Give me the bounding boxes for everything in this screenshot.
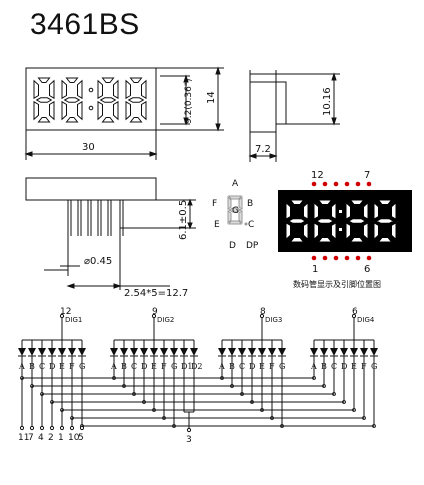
pin-offset-dim-label: 6.1±0.5	[178, 200, 189, 240]
seg-cathode-label: C	[239, 362, 245, 371]
digit-height-dim-label: 9.2(0.36")	[184, 78, 194, 124]
front-view	[24, 66, 224, 160]
seg-cathode-label: D	[141, 362, 147, 371]
side-view	[248, 70, 340, 162]
seg-b-label: B	[247, 199, 253, 209]
photo-digit-4	[373, 199, 397, 243]
pin-view	[25, 177, 196, 290]
seg-d-label: D	[229, 241, 236, 251]
height-dim-label: 14	[206, 91, 217, 104]
pin-6-label: 6	[364, 264, 370, 275]
front-view-body	[25, 67, 157, 131]
seg-cathode-label: F	[161, 362, 167, 371]
pin-1-label: 1	[312, 264, 318, 275]
seg-cathode-label: B	[321, 362, 327, 371]
seg-c-label: C	[248, 220, 254, 230]
pin-12-label: 12	[311, 170, 324, 181]
seg-g-label: G	[232, 206, 239, 216]
side-height-dim-label: 10.16	[322, 87, 333, 116]
seg-cathode-label: B	[29, 362, 35, 371]
dig-pin-label: 6	[352, 307, 358, 317]
seg-f-label: F	[212, 199, 217, 209]
front-digit-4	[125, 77, 147, 123]
seg-cathode-label: A	[310, 362, 317, 371]
segment-diagram	[227, 195, 248, 226]
depth-dim-label: 7.2	[255, 144, 271, 155]
seg-cathode-label: G	[171, 362, 177, 371]
seg-e-label: E	[214, 220, 220, 230]
front-view-digits	[33, 77, 147, 123]
bottom-pin-label: 11	[18, 433, 29, 443]
pin-pitch-dim-label: 2.54*5=12.7	[124, 288, 188, 299]
bottom-pin-label: 10	[68, 433, 80, 443]
seg-cathode-label: G	[279, 362, 285, 371]
seg-cathode-label: E	[259, 362, 265, 371]
seg-cathode-label: D2	[191, 362, 203, 371]
bottom-pin-label: 7	[28, 433, 34, 443]
seg-cathode-label: A	[18, 362, 25, 371]
seg-a-label: A	[232, 179, 239, 189]
bottom-pin-label: 2	[48, 433, 54, 443]
bottom-pin-label: 5	[78, 433, 84, 443]
photo-digit-2	[313, 199, 337, 243]
dig-label: DIG4	[357, 316, 375, 324]
seg-cathode-label: D1	[181, 362, 193, 371]
seg-cathode-label: F	[361, 362, 367, 371]
bottom-pin-label: 4	[38, 433, 44, 443]
pin-diameter-dim-label: ⌀0.45	[84, 256, 112, 267]
bottom-pin-label: 1	[58, 433, 64, 443]
seg-cathode-label: F	[269, 362, 275, 371]
dig-pin-label: 12	[60, 307, 71, 317]
seg-cathode-label: E	[351, 362, 357, 371]
seg-cathode-label: F	[69, 362, 75, 371]
seg-cathode-label: E	[151, 362, 157, 371]
dig-label: DIG3	[265, 316, 282, 324]
seg-cathode-label: E	[59, 362, 65, 371]
seg-cathode-label: A	[110, 362, 117, 371]
dig-pin-label: 9	[152, 307, 158, 317]
dig-pin-label: 8	[260, 307, 266, 317]
seg-cathode-label: G	[371, 362, 377, 371]
colon-pin-label: 3	[186, 435, 192, 445]
photo-digit-3	[345, 199, 369, 243]
front-digit-2	[61, 77, 83, 123]
width-dim-label: 30	[82, 142, 95, 153]
seg-cathode-label: C	[131, 362, 137, 371]
seg-cathode-label: B	[229, 362, 235, 371]
seg-cathode-label: C	[39, 362, 45, 371]
seg-cathode-label: D	[341, 362, 347, 371]
pin-7-label: 7	[364, 170, 370, 181]
seg-cathode-label: D	[249, 362, 255, 371]
dig-label: DIG2	[157, 316, 174, 324]
seg-cathode-label: B	[121, 362, 127, 371]
photo-digit-1	[285, 199, 309, 243]
seg-cathode-label: D	[49, 362, 55, 371]
front-digit-1	[33, 77, 55, 123]
display-photo	[278, 181, 412, 261]
part-number-title: 3461BS	[30, 8, 140, 41]
seg-dp-label: DP	[246, 241, 259, 251]
seg-cathode-label: A	[218, 362, 225, 371]
seg-cathode-label: G	[79, 362, 85, 371]
front-digit-3	[97, 77, 119, 123]
pin-layout-caption: 数码管显示及引脚位置图	[293, 279, 381, 289]
seg-cathode-label: C	[331, 362, 337, 371]
dig-label: DIG1	[65, 316, 82, 324]
